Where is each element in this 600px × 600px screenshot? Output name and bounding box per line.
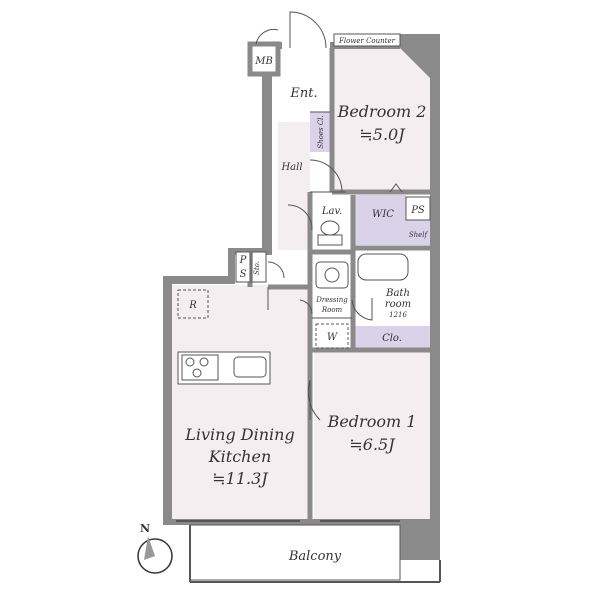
label-dressing-2: Room	[321, 306, 343, 314]
label-shoes-cl: Shoes Cl.	[317, 115, 325, 148]
stove-burner-3	[192, 368, 202, 378]
wash-basin-drain	[324, 267, 340, 283]
ps-left-box	[235, 251, 251, 283]
label-bath-2: room	[385, 299, 411, 310]
bathtub	[357, 253, 409, 281]
label-hall: Hall	[280, 162, 302, 173]
labels: MB Flower Counter Ent. Shoes Cl. Hall Be…	[140, 37, 429, 564]
bedroom1-door	[307, 379, 321, 421]
stove-burner-2	[199, 357, 209, 367]
label-refrigerator: R	[188, 300, 197, 311]
label-ps-left-p: P	[239, 255, 247, 266]
ldk-floor	[172, 285, 308, 520]
label-clo: Clo.	[382, 333, 402, 344]
refrigerator-box	[177, 289, 209, 319]
kitchen-sink	[233, 356, 267, 378]
wall-left-hall	[262, 44, 272, 255]
sto-box	[251, 251, 267, 283]
exterior-walls	[163, 34, 440, 560]
label-ldk-1: Living Dining	[184, 425, 294, 444]
wall-bottom	[163, 519, 440, 525]
label-bedroom1-name: Bedroom 1	[327, 412, 417, 431]
label-north: N	[140, 522, 150, 535]
entrance-door	[289, 11, 327, 49]
sto-door	[267, 261, 285, 279]
mb-box	[247, 41, 281, 77]
label-dressing-1: Dressing	[315, 296, 348, 304]
ps-top-box	[405, 196, 431, 221]
bath-floor	[355, 250, 430, 320]
bedroom2-floor	[332, 48, 430, 192]
dressing-door	[299, 299, 313, 315]
label-bedroom1-size: ≒6.5J	[349, 435, 396, 454]
washer-box	[315, 323, 349, 349]
label-washer: W	[327, 332, 338, 343]
clo-storage	[355, 326, 430, 348]
stove-burner-1	[185, 357, 195, 367]
lav-door	[287, 204, 313, 231]
bath-door	[351, 298, 373, 321]
label-shelf: Shelf	[409, 231, 429, 239]
bedroom1-floor	[314, 350, 432, 520]
label-lav: Lav.	[321, 206, 342, 217]
label-ent: Ent.	[289, 86, 317, 101]
doors	[176, 11, 403, 522]
wall-left-ldk	[163, 276, 172, 524]
shelf-storage	[406, 220, 430, 245]
hall-floor	[278, 122, 310, 250]
compass	[137, 536, 173, 576]
lav-floor	[312, 195, 352, 250]
mb-door	[255, 29, 279, 45]
wic-door	[389, 183, 403, 193]
wall-corner-tr	[400, 34, 440, 78]
label-mb: MB	[254, 56, 273, 67]
label-bedroom2-name: Bedroom 2	[337, 102, 427, 121]
label-balcony: Balcony	[288, 549, 342, 564]
ent-floor	[278, 48, 332, 122]
wall-right	[430, 48, 440, 525]
balcony-floor	[189, 524, 401, 581]
shoes-storage	[310, 112, 330, 152]
label-bath-3: 1216	[389, 311, 407, 319]
label-sto: Sto.	[253, 261, 261, 275]
dressing-floor	[312, 255, 352, 347]
fixtures	[177, 111, 431, 385]
label-ps-left-s: S	[240, 269, 247, 280]
room-fills	[172, 48, 432, 520]
wall-column-br	[400, 520, 440, 560]
label-ldk-size: ≒11.3J	[212, 469, 269, 488]
wash-basin	[315, 261, 349, 289]
balcony-area	[189, 524, 441, 583]
wic-storage	[354, 195, 406, 245]
label-ldk-2: Kitchen	[208, 447, 272, 466]
label-wic: WIC	[372, 209, 394, 220]
label-ps-top: PS	[410, 205, 425, 216]
bedroom2-door	[309, 159, 346, 193]
north-arrow-tail-icon	[144, 536, 155, 560]
wall-top-ldk	[163, 276, 233, 284]
toilet-bowl	[320, 220, 340, 236]
wall-step-1	[228, 248, 235, 284]
label-flower-counter: Flower Counter	[338, 37, 396, 45]
compass-ring	[137, 538, 173, 574]
label-bedroom2-size: ≒5.0J	[359, 125, 406, 144]
label-bath-1: Bath	[385, 288, 410, 299]
flower-counter-box	[333, 33, 401, 47]
